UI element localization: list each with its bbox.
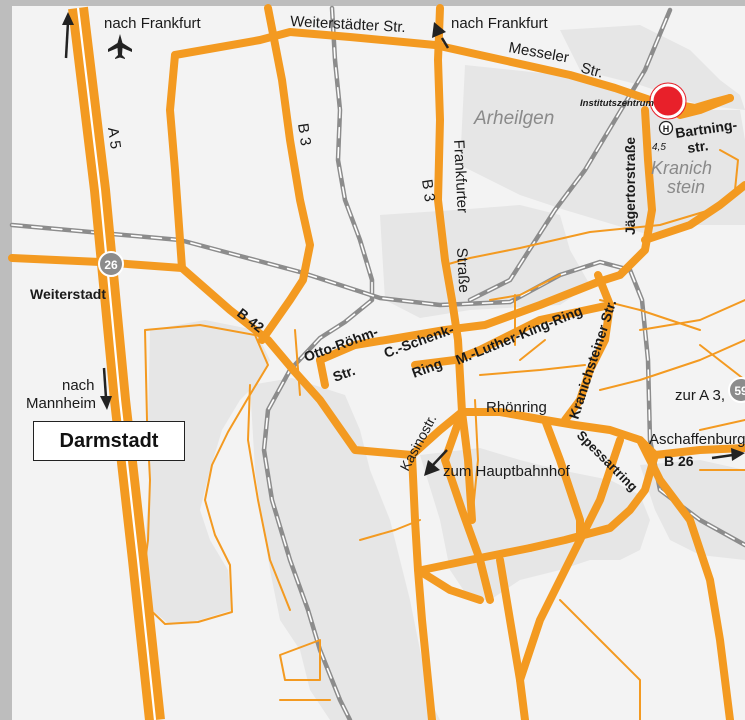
label-strasse: Straße [453,247,472,293]
label-bartning-2: str. [686,137,709,156]
label-stop-number: 4,5 [652,142,666,153]
label-b3-west: B 3 [294,122,314,147]
direction-arrows [62,12,745,476]
label-zur-a3: zur A 3, [675,387,725,404]
label-rhoenring: Rhönring [486,399,547,416]
label-aschaffenburg: Aschaffenburg [649,431,745,448]
label-zum-hauptbahnhof: zum Hauptbahnhof [443,463,571,480]
label-a5: A 5 [104,126,124,150]
label-kranich-1: Kranich [651,158,712,178]
svg-text:59: 59 [734,384,745,398]
label-nach-frankfurt-west: nach Frankfurt [104,15,202,32]
label-weiterstadt: Weiterstadt [30,286,106,302]
label-nach-mannheim-1: nach [62,377,95,394]
a5-motorway [68,6,165,720]
label-arheilgen: Arheilgen [473,108,554,129]
label-kranich-2: stein [667,177,705,197]
label-nach-frankfurt-east: nach Frankfurt [451,15,549,32]
arrow-south-west-icon [424,449,448,476]
label-frankfurter: Frankfurter [450,139,471,213]
arrow-north-east-icon [432,22,450,49]
label-otto-roehm-2: Str. [331,362,358,385]
label-jaegertorstrasse: Jägertorstraße [622,137,638,235]
airplane-icon [108,34,132,59]
label-b3-east: B 3 [418,178,438,203]
label-nach-mannheim-2: Mannheim [26,395,96,412]
map-frame-left [0,0,12,720]
arrow-north-west-icon [62,12,74,59]
label-b26: B 26 [664,453,694,469]
arrow-south-mannheim-icon [100,367,112,410]
label-institute: Institutszentrum [580,98,654,109]
svg-text:H: H [663,124,670,134]
arrow-east-icon [711,448,745,461]
city-name-box: Darmstadt [33,421,185,461]
svg-text:26: 26 [104,258,118,272]
bus-stop-icon: H [658,120,674,136]
a3-exit-badge: 59 [728,377,745,403]
a5-exit-badge: 26 [98,251,124,277]
minor-streets [139,149,745,720]
destination-marker [649,82,687,120]
map-frame-top [0,0,745,6]
label-messeler-2: Str. [579,59,605,81]
label-weiterstaedter-str: Weiterstädter Str. [290,13,406,36]
